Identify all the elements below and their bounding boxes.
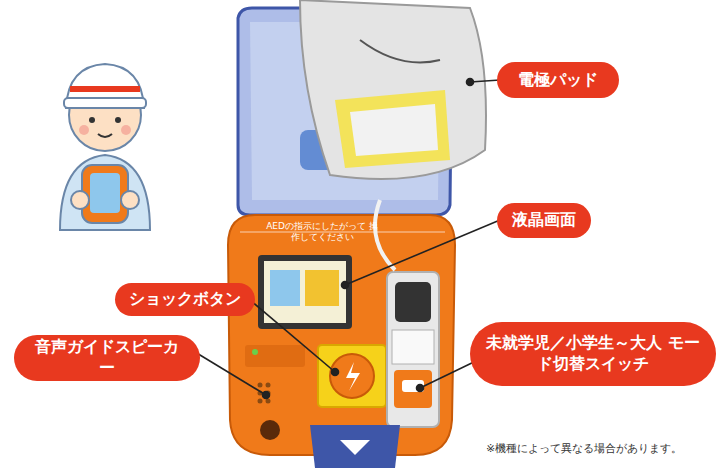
callout-text: ショックボタン [129,289,241,310]
callout-box: 未就学児／小学生～大人 モード切替スイッチ [470,322,716,386]
callout-box: 音声ガイドスピーカー [14,335,200,381]
callout-text: 未就学児／小学生～大人 モード切替スイッチ [484,333,702,375]
note-text: ※機種によって異なる場合があります。 [486,441,716,456]
callout-text: 音声ガイドスピーカー [28,337,186,379]
callout-box: 液晶画面 [497,203,591,238]
callout-box: 電極パッド [497,62,619,98]
device-instruction: AEDの指示にしたがって 操作してください [262,221,382,243]
callout-text: 液晶画面 [512,210,576,231]
callout-text: 電極パッド [518,70,598,91]
callout-box: ショックボタン [115,283,255,316]
leader-lines [195,79,500,399]
worker-figure [60,64,150,230]
